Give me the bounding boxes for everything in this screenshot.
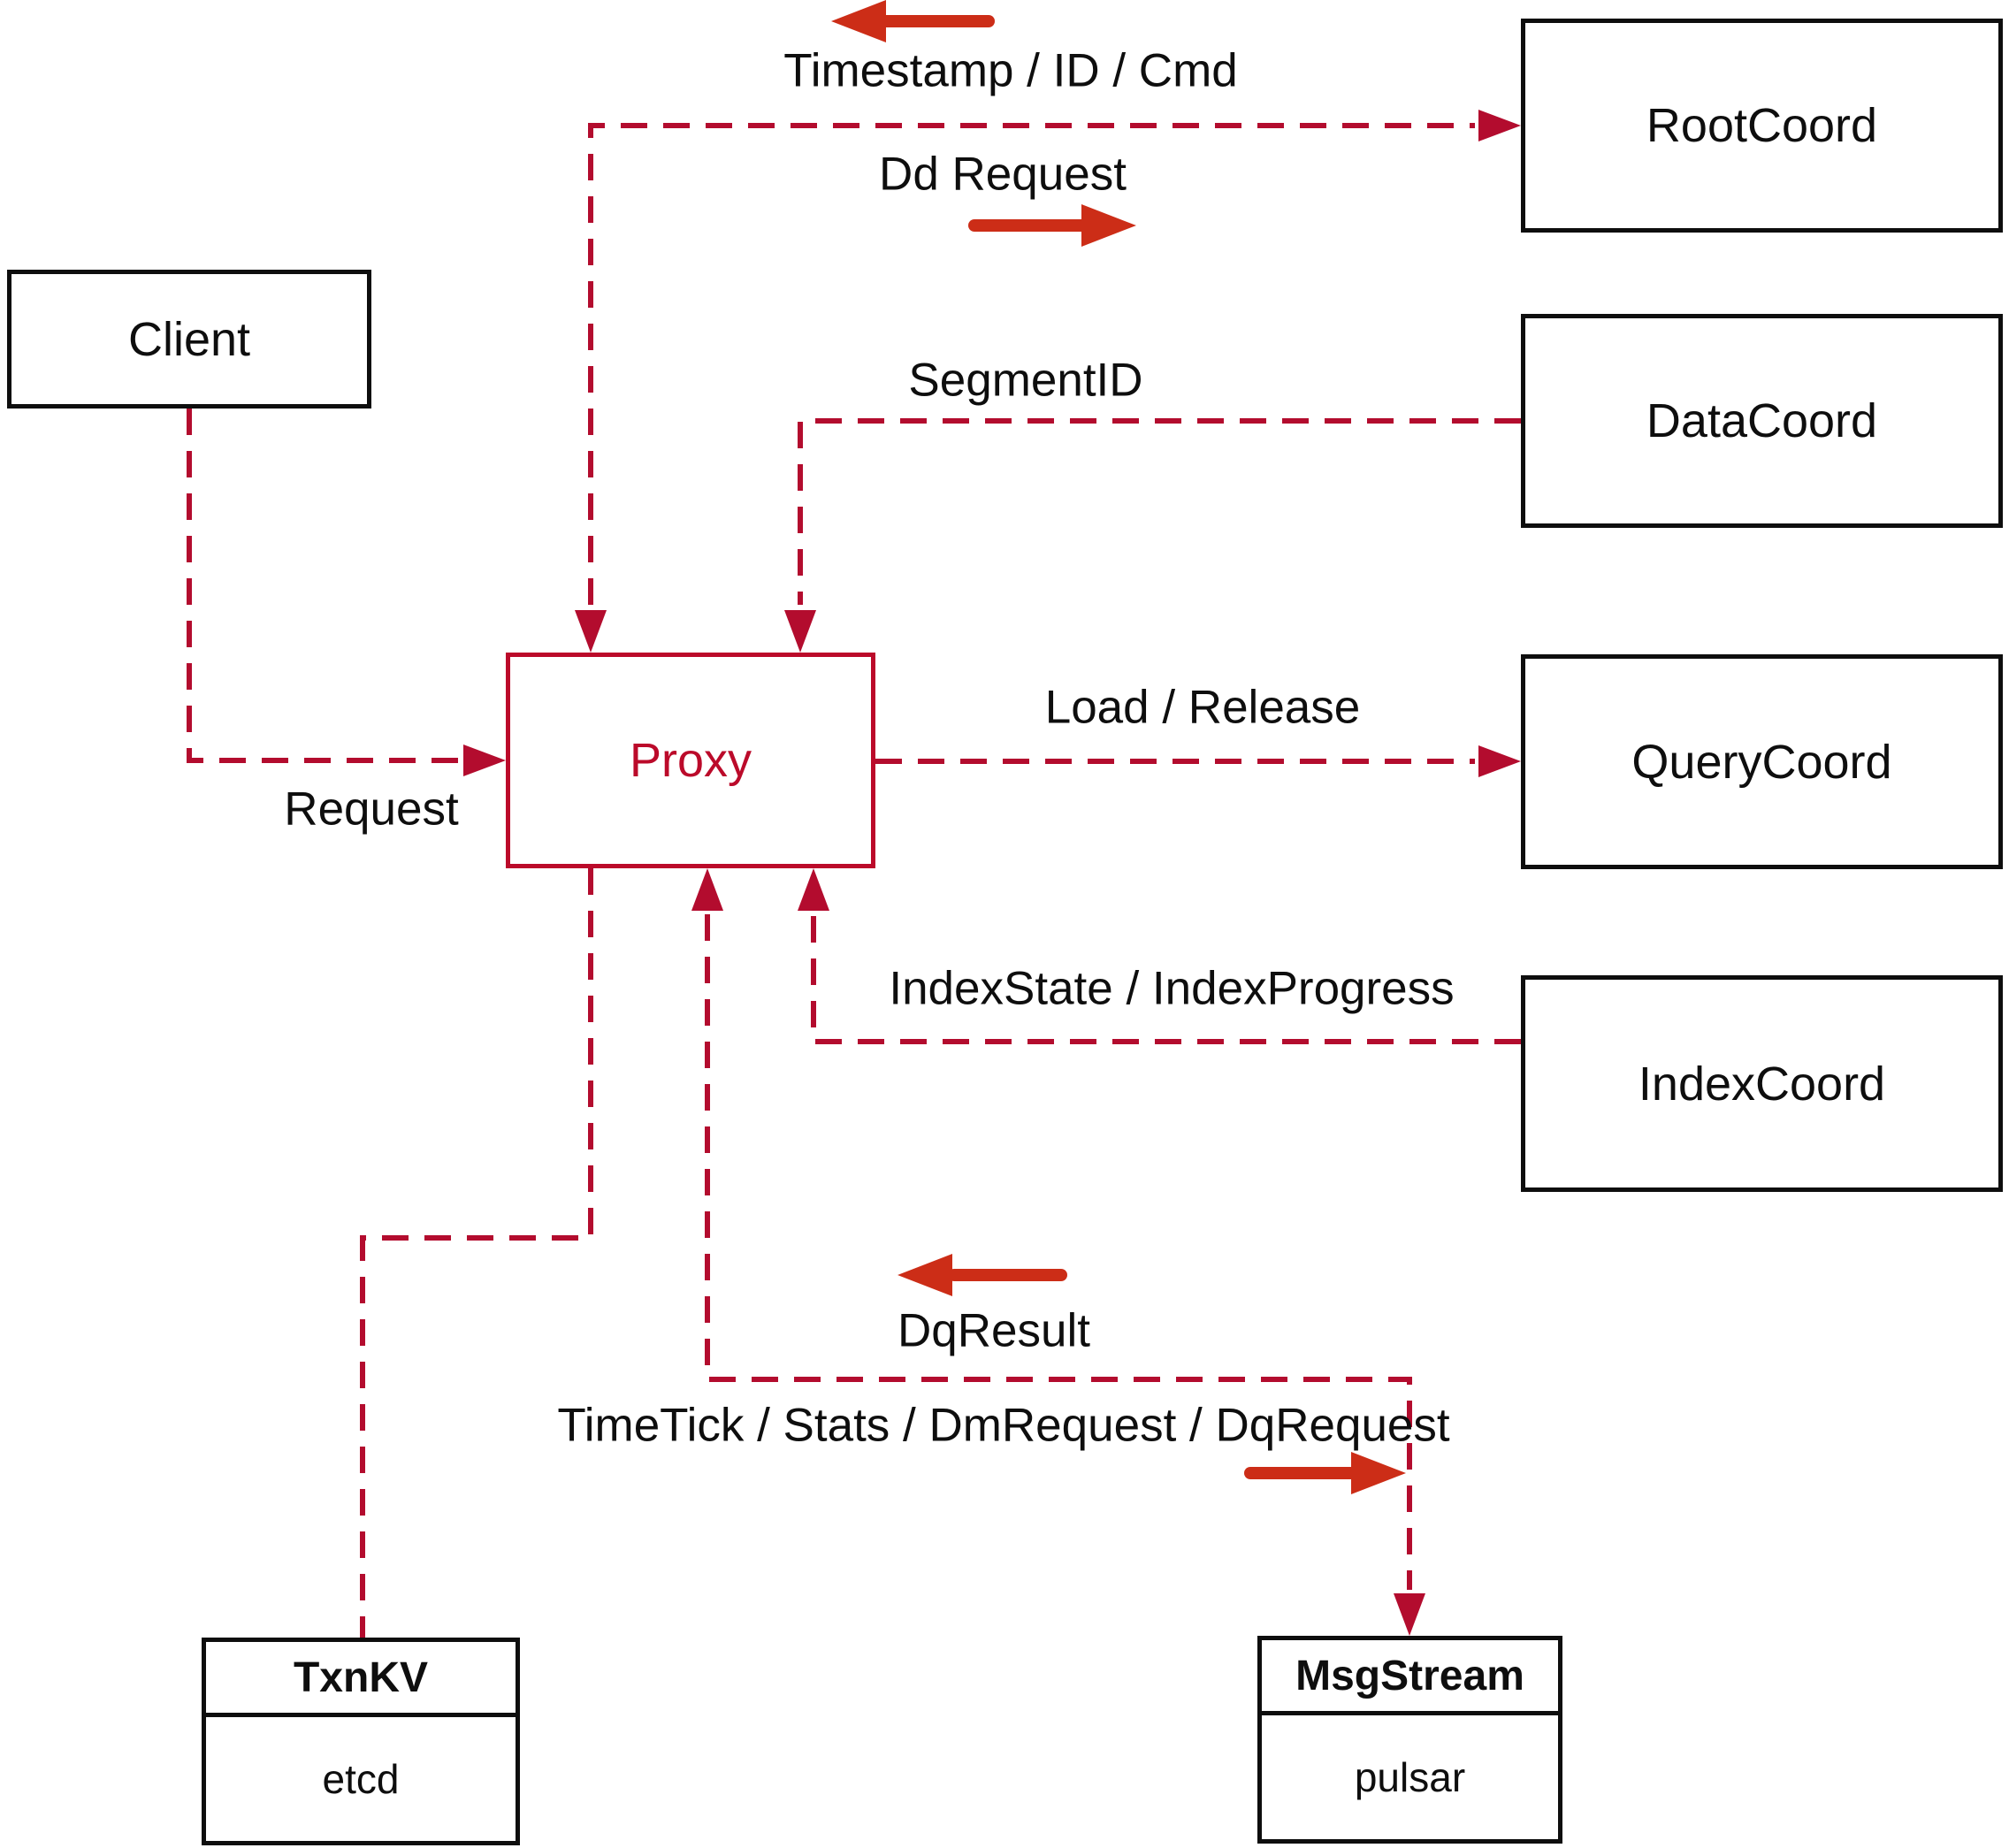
node-indexcoord-label: IndexCoord <box>1638 1057 1886 1111</box>
edge-proxy-to-txnkv <box>360 868 593 1638</box>
node-querycoord: QueryCoord <box>1521 654 2003 869</box>
edge-proxy-to-msgstream <box>705 914 1412 1590</box>
arrowhead-into-proxy-top-segmentline <box>784 610 816 653</box>
arrowhead-into-proxy-bottom-indexline <box>798 868 829 911</box>
arrowhead-into-proxy-top-rootline <box>575 610 607 653</box>
edge-label-timestamp-id-cmd: Timestamp / ID / Cmd <box>783 44 1238 97</box>
arrowhead-into-proxy-left <box>463 745 506 776</box>
edge-label-index-state: IndexState / IndexProgress <box>889 962 1455 1015</box>
node-txnkv: TxnKV etcd <box>202 1638 520 1845</box>
edge-label-dq-result: DqResult <box>898 1304 1090 1357</box>
edge-label-segment-id: SegmentID <box>908 354 1143 407</box>
node-client: Client <box>7 270 371 409</box>
node-proxy: Proxy <box>506 653 875 868</box>
edge-label-time-tick: TimeTick / Stats / DmRequest / DqRequest <box>557 1399 1450 1452</box>
flow-arrow-left-dq-result <box>898 1254 1067 1296</box>
edge-datacoord-to-proxy <box>798 418 1521 605</box>
node-rootcoord: RootCoord <box>1521 19 2003 233</box>
node-datacoord: DataCoord <box>1521 314 2003 528</box>
node-client-label: Client <box>127 312 251 366</box>
node-msgstream: MsgStream pulsar <box>1257 1636 1562 1844</box>
arrowhead-into-rootcoord <box>1478 110 1521 141</box>
flow-arrow-right-dd-request <box>968 204 1136 247</box>
node-proxy-label: Proxy <box>629 734 752 787</box>
edge-client-to-proxy <box>187 409 460 763</box>
flow-arrow-right-time-tick <box>1244 1452 1406 1494</box>
edge-indexcoord-to-proxy <box>811 914 1521 1044</box>
flow-arrow-left-timestamp <box>831 0 995 42</box>
node-msgstream-impl: pulsar <box>1354 1754 1466 1800</box>
node-datacoord-label: DataCoord <box>1646 394 1878 447</box>
edge-label-load-release: Load / Release <box>1044 681 1361 734</box>
arrowhead-into-querycoord <box>1478 745 1521 777</box>
arrowhead-into-proxy-bottom-msgline <box>691 868 723 911</box>
node-rootcoord-label: RootCoord <box>1646 99 1878 152</box>
edge-proxy-to-rootcoord <box>588 123 1475 605</box>
node-txnkv-title: TxnKV <box>206 1642 516 1717</box>
edge-label-dd-request: Dd Request <box>879 148 1127 201</box>
arrowhead-into-msgstream <box>1394 1593 1425 1636</box>
node-msgstream-title: MsgStream <box>1262 1640 1558 1715</box>
node-indexcoord: IndexCoord <box>1521 975 2003 1192</box>
node-querycoord-label: QueryCoord <box>1631 735 1892 789</box>
edge-label-request: Request <box>284 783 459 836</box>
node-txnkv-impl: etcd <box>322 1756 400 1802</box>
